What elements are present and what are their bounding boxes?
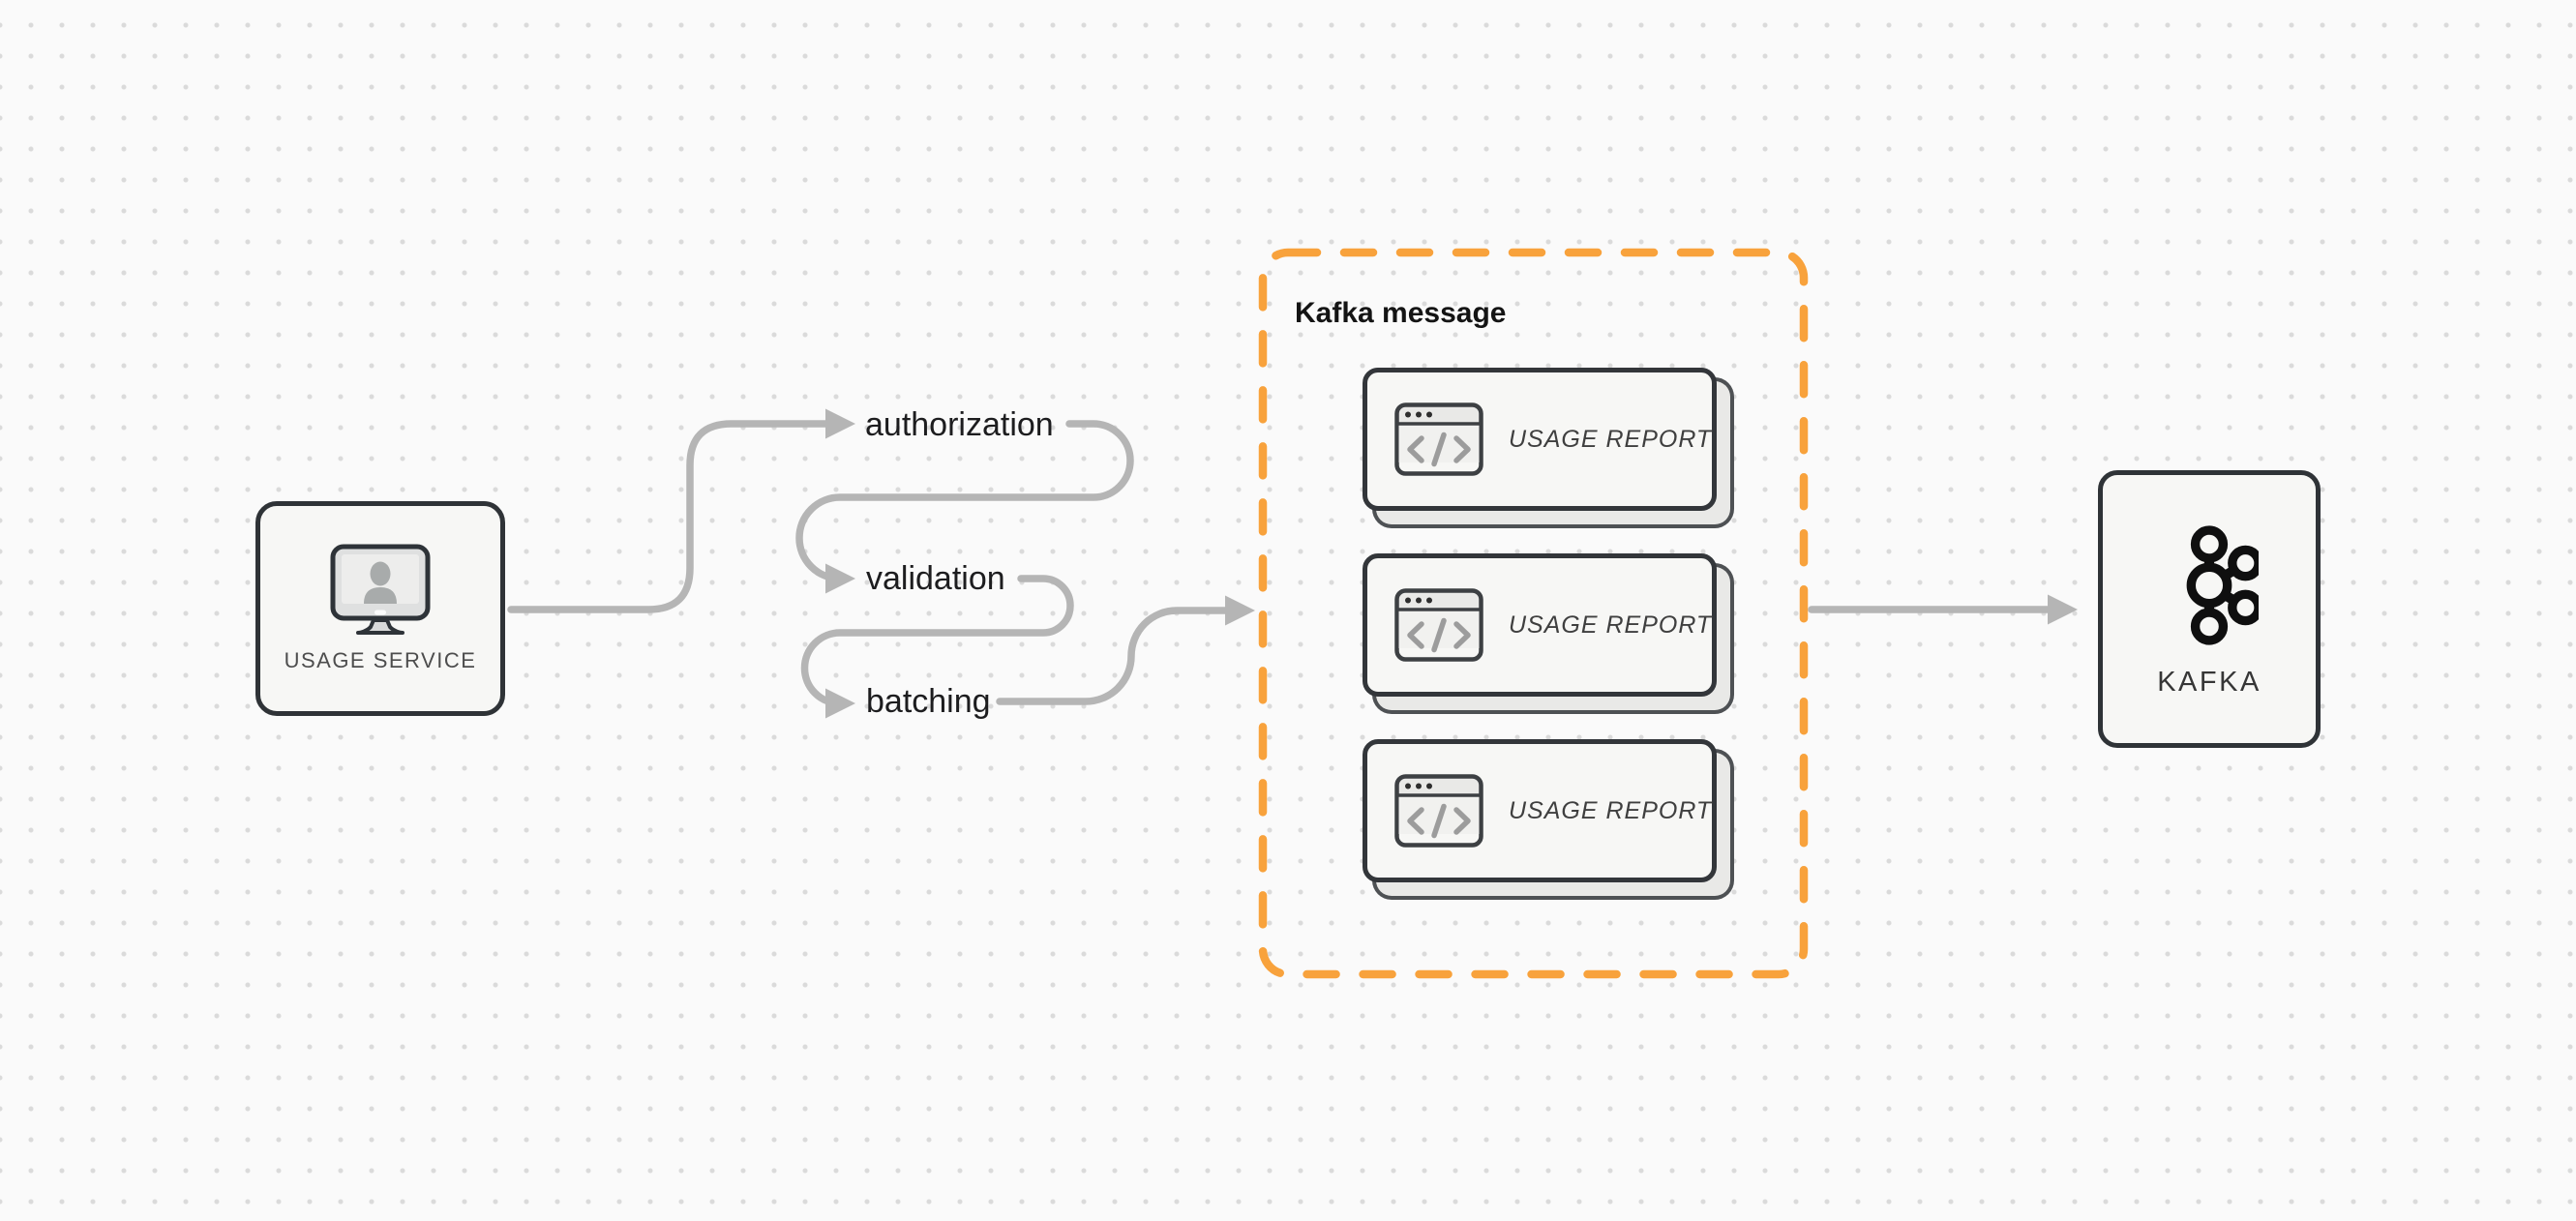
- step-label-authorization: authorization: [865, 406, 1054, 443]
- kafka-message-dashed-border: [1258, 248, 1809, 979]
- flow-service-to-authorization: [507, 420, 830, 613]
- arrowhead-authorization: [825, 408, 855, 439]
- usage-report-card: USAGE REPORT: [1363, 553, 1717, 697]
- usage-report-label: USAGE REPORT: [1509, 796, 1713, 824]
- kafka-node: KAFKA: [2098, 470, 2321, 748]
- usage-report-label: USAGE REPORT: [1509, 610, 1713, 639]
- arrowhead-batching: [825, 688, 855, 719]
- flow-authorization-to-validation: [795, 420, 1134, 582]
- flow-batching-to-kafka-message: [996, 607, 1231, 705]
- code-window-icon: [1394, 588, 1483, 662]
- usage-service-node: USAGE SERVICE: [255, 501, 505, 716]
- monitor-user-icon: [330, 544, 431, 635]
- flow-validation-to-batching: [800, 575, 1074, 707]
- kafka-label: KAFKA: [2157, 667, 2261, 698]
- arrowhead-validation: [825, 563, 855, 594]
- arrowhead-kafka-message: [1225, 595, 1255, 626]
- code-window-icon: [1394, 774, 1483, 848]
- usage-report-card: USAGE REPORT: [1363, 368, 1717, 511]
- code-window-icon: [1394, 402, 1483, 476]
- usage-service-label: USAGE SERVICE: [284, 648, 477, 672]
- usage-report-label: USAGE REPORT: [1509, 425, 1713, 453]
- step-label-batching: batching: [866, 683, 991, 720]
- step-label-validation: validation: [866, 560, 1005, 597]
- usage-report-card: USAGE REPORT: [1363, 739, 1717, 882]
- connector-lines: [507, 420, 2053, 707]
- connector-arrowheads: [825, 408, 2078, 719]
- kafka-message-title: Kafka message: [1295, 297, 1507, 329]
- arrowhead-kafka: [2048, 594, 2078, 625]
- kafka-logo-icon: [2186, 525, 2259, 645]
